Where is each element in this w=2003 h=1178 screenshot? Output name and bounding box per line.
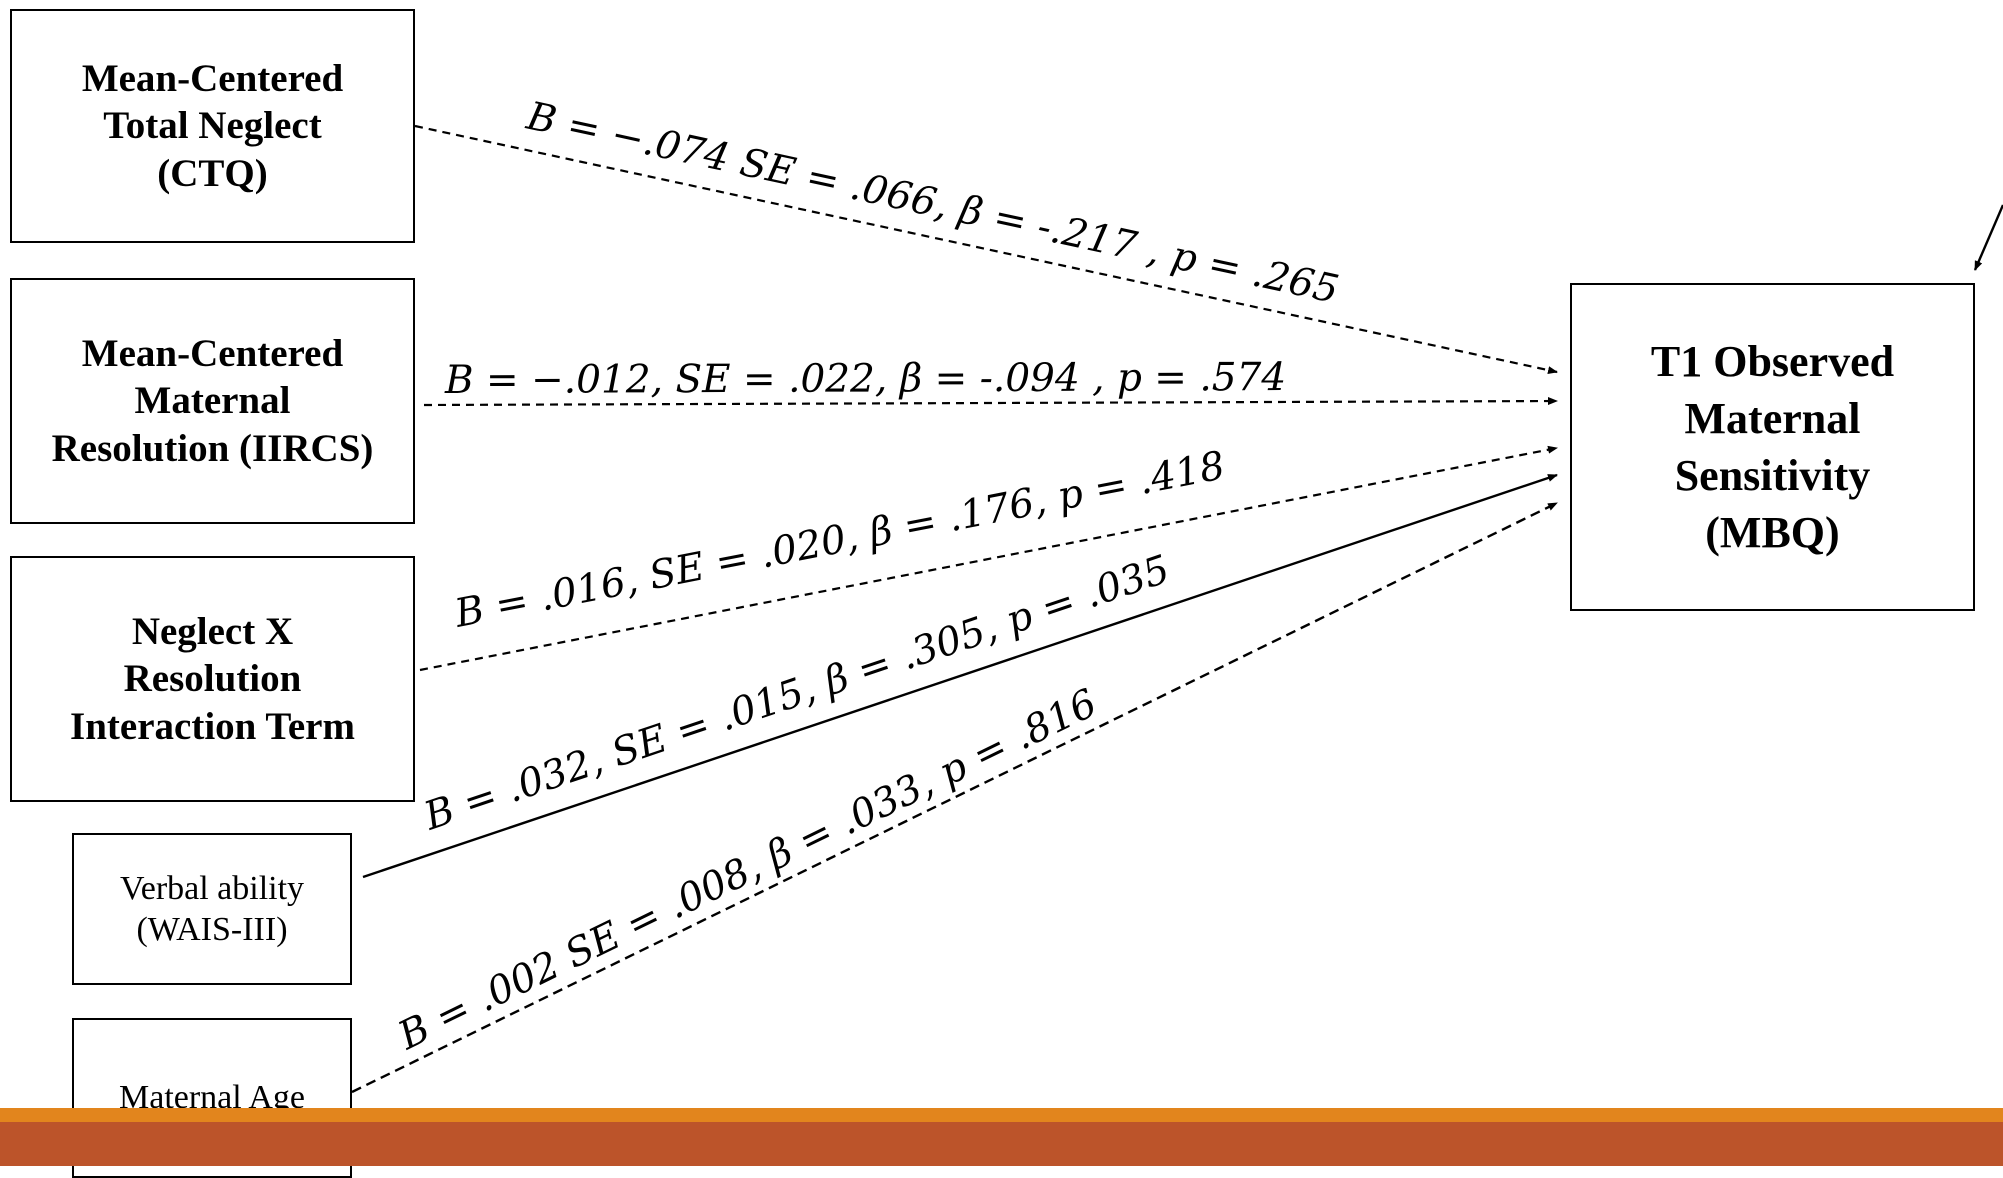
predictor-box-verbal-ability: Verbal ability (WAIS-III) (72, 833, 352, 985)
predictor-label: Mean-Centered Total Neglect (CTQ) (81, 56, 344, 195)
path-line-wais (362, 473, 1558, 879)
predictor-box-interaction-term: Neglect X Resolution Interaction Term (10, 556, 415, 802)
outcome-box-maternal-sensitivity: T1 Observed Maternal Sensitivity (MBQ) (1570, 283, 1975, 611)
predictor-label: Verbal ability (WAIS-III) (119, 869, 305, 948)
path-label-ctq: B = −.074 SE = .066, β = -.217 , p = .26… (522, 94, 1343, 313)
path-label-age: B = .002 SE = .008, β = .033, p = .816 (391, 681, 1104, 1060)
predictor-box-total-neglect: Mean-Centered Total Neglect (CTQ) (10, 9, 415, 243)
path-line-ctq (414, 124, 1558, 375)
footer-accent-line (0, 1108, 2003, 1122)
predictor-label: Neglect X Resolution Interaction Term (70, 609, 355, 748)
path-label-iircs: B = −.012, SE = .022, β = -.094 , p = .5… (444, 355, 1286, 403)
path-line-int (419, 445, 1558, 672)
predictor-label: Mean-Centered Maternal Resolution (IIRCS… (51, 331, 374, 470)
predictor-box-maternal-resolution: Mean-Centered Maternal Resolution (IIRCS… (10, 278, 415, 524)
path-line-iircs (423, 397, 1558, 407)
error-arrow (1973, 204, 2003, 271)
outcome-label: T1 Observed Maternal Sensitivity (MBQ) (1650, 336, 1895, 558)
